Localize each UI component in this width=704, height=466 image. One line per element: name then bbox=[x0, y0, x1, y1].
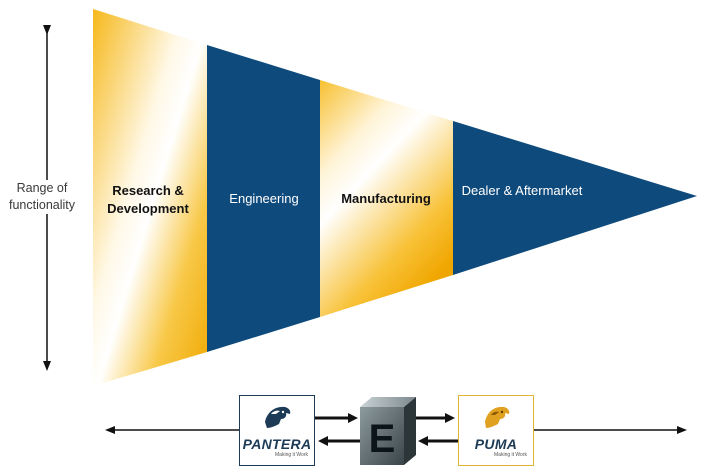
connector-puma-to-cube-head bbox=[418, 436, 428, 446]
puma-logo-tagline: Making it Work bbox=[494, 452, 527, 458]
puma-head-icon bbox=[485, 406, 510, 428]
dealer-aftermarket-label: Dealer & Aftermarket bbox=[461, 183, 583, 198]
puma-logo: PUMA Making it Work bbox=[458, 395, 534, 466]
pantera-logo: PANTERA Making it Work bbox=[239, 395, 315, 466]
pantera-logo-tagline: Making it Work bbox=[275, 452, 308, 458]
puma-logo-name: PUMA bbox=[474, 436, 518, 452]
e-cube-letter: E bbox=[369, 417, 396, 461]
segment-dealer-aftermarket bbox=[453, 121, 697, 275]
connector-pantera-to-cube-head bbox=[348, 413, 358, 423]
segment-engineering bbox=[207, 45, 320, 352]
connector-cube-to-pantera-head bbox=[318, 436, 328, 446]
engineering-label: Engineering bbox=[229, 191, 299, 206]
manufacturing-label: Manufacturing bbox=[341, 191, 431, 206]
segment-research-development bbox=[93, 9, 207, 386]
pantera-logo-name: PANTERA bbox=[242, 436, 312, 452]
segment-manufacturing bbox=[320, 80, 453, 317]
range-of-functionality-label: Range of functionality bbox=[2, 180, 82, 214]
connector-cube-to-puma-head bbox=[445, 413, 455, 423]
e-cube-icon: E bbox=[360, 397, 416, 465]
panther-head-icon bbox=[265, 406, 291, 428]
research-development-label: Research & Development bbox=[107, 183, 189, 216]
